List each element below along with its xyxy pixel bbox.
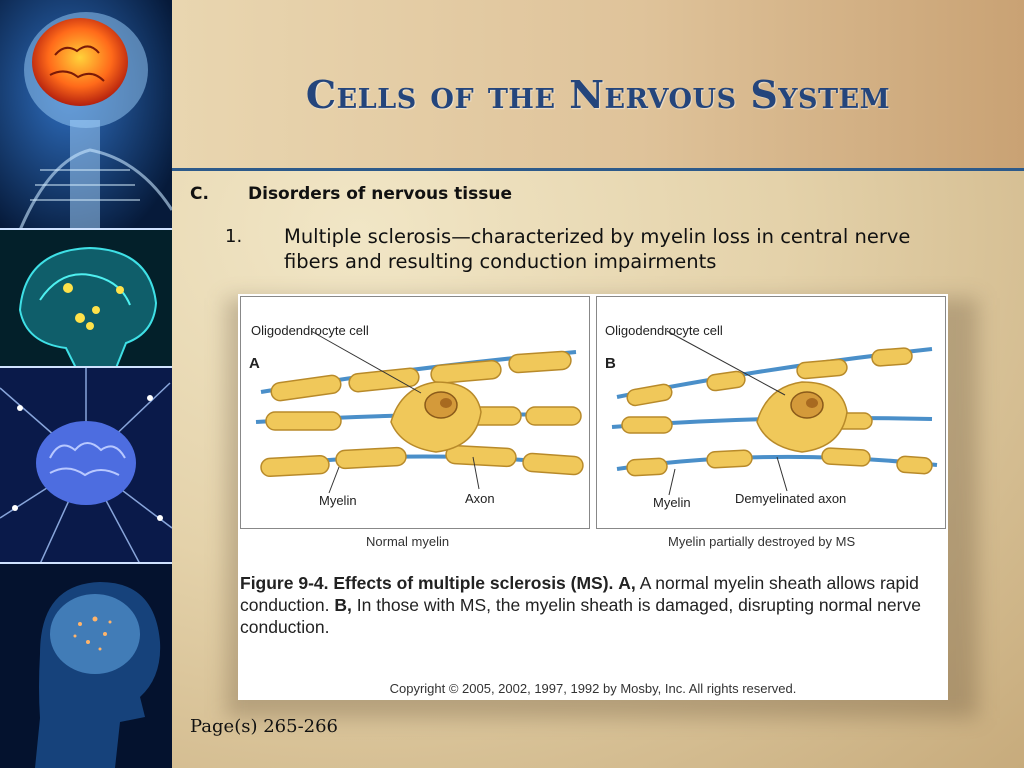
outline-level1-marker: C. — [190, 184, 209, 204]
slide-title: Cells of the Nervous System — [305, 72, 891, 117]
caption-destroyed-myelin: Myelin partially destroyed by MS — [668, 534, 856, 549]
brain-sagittal-image — [0, 230, 172, 368]
legend-marker-b: B, — [334, 595, 352, 615]
panel-letter-a: A — [249, 355, 260, 372]
label-myelin-a: Myelin — [319, 493, 357, 508]
illustration-normal-myelin: Oligodendrocyte cell A Myelin Axon — [240, 296, 590, 529]
skeleton-brain-image — [0, 0, 172, 230]
label-axon-a: Axon — [465, 491, 495, 506]
normal-myelin-drawing — [255, 330, 584, 494]
label-demyelinated-axon: Demyelinated axon — [735, 491, 847, 506]
panel-letter-b: B — [605, 355, 616, 372]
label-myelin-b: Myelin — [653, 495, 691, 510]
ms-figure: Oligodendrocyte cell A Myelin Axon — [238, 294, 948, 700]
neural-network-brain-image — [0, 368, 172, 564]
legend-heading: Figure 9-4. Effects of multiple sclerosi… — [240, 573, 614, 593]
legend-marker-a: A, — [618, 573, 636, 593]
outline-level2-text: Multiple sclerosis—characterized by myel… — [284, 225, 911, 273]
head-profile-brain-image — [0, 564, 172, 768]
outline-level1-text: Disorders of nervous tissue — [248, 184, 512, 204]
figure-legend: Figure 9-4. Effects of multiple sclerosi… — [240, 572, 946, 638]
label-oligodendrocyte-a: Oligodendrocyte cell — [251, 323, 369, 338]
demyelinated-drawing — [611, 330, 938, 496]
outline-level2-marker: 1. — [225, 226, 243, 247]
figure-copyright: Copyright © 2005, 2002, 1997, 1992 by Mo… — [389, 681, 797, 696]
legend-text-b: In those with MS, the myelin sheath is d… — [240, 595, 921, 637]
label-oligodendrocyte-b: Oligodendrocyte cell — [605, 323, 723, 338]
header-divider — [172, 168, 1024, 171]
page-reference: Page(s) 265-266 — [190, 716, 339, 737]
illustration-demyelinated: Oligodendrocyte cell B Myelin Demyelinat… — [596, 296, 946, 529]
left-image-strip — [0, 0, 172, 768]
legend-text-a: A normal myelin sheath allows rapid cond… — [240, 573, 919, 615]
caption-normal-myelin: Normal myelin — [366, 534, 450, 549]
slide-header: Cells of the Nervous System — [172, 0, 1024, 168]
